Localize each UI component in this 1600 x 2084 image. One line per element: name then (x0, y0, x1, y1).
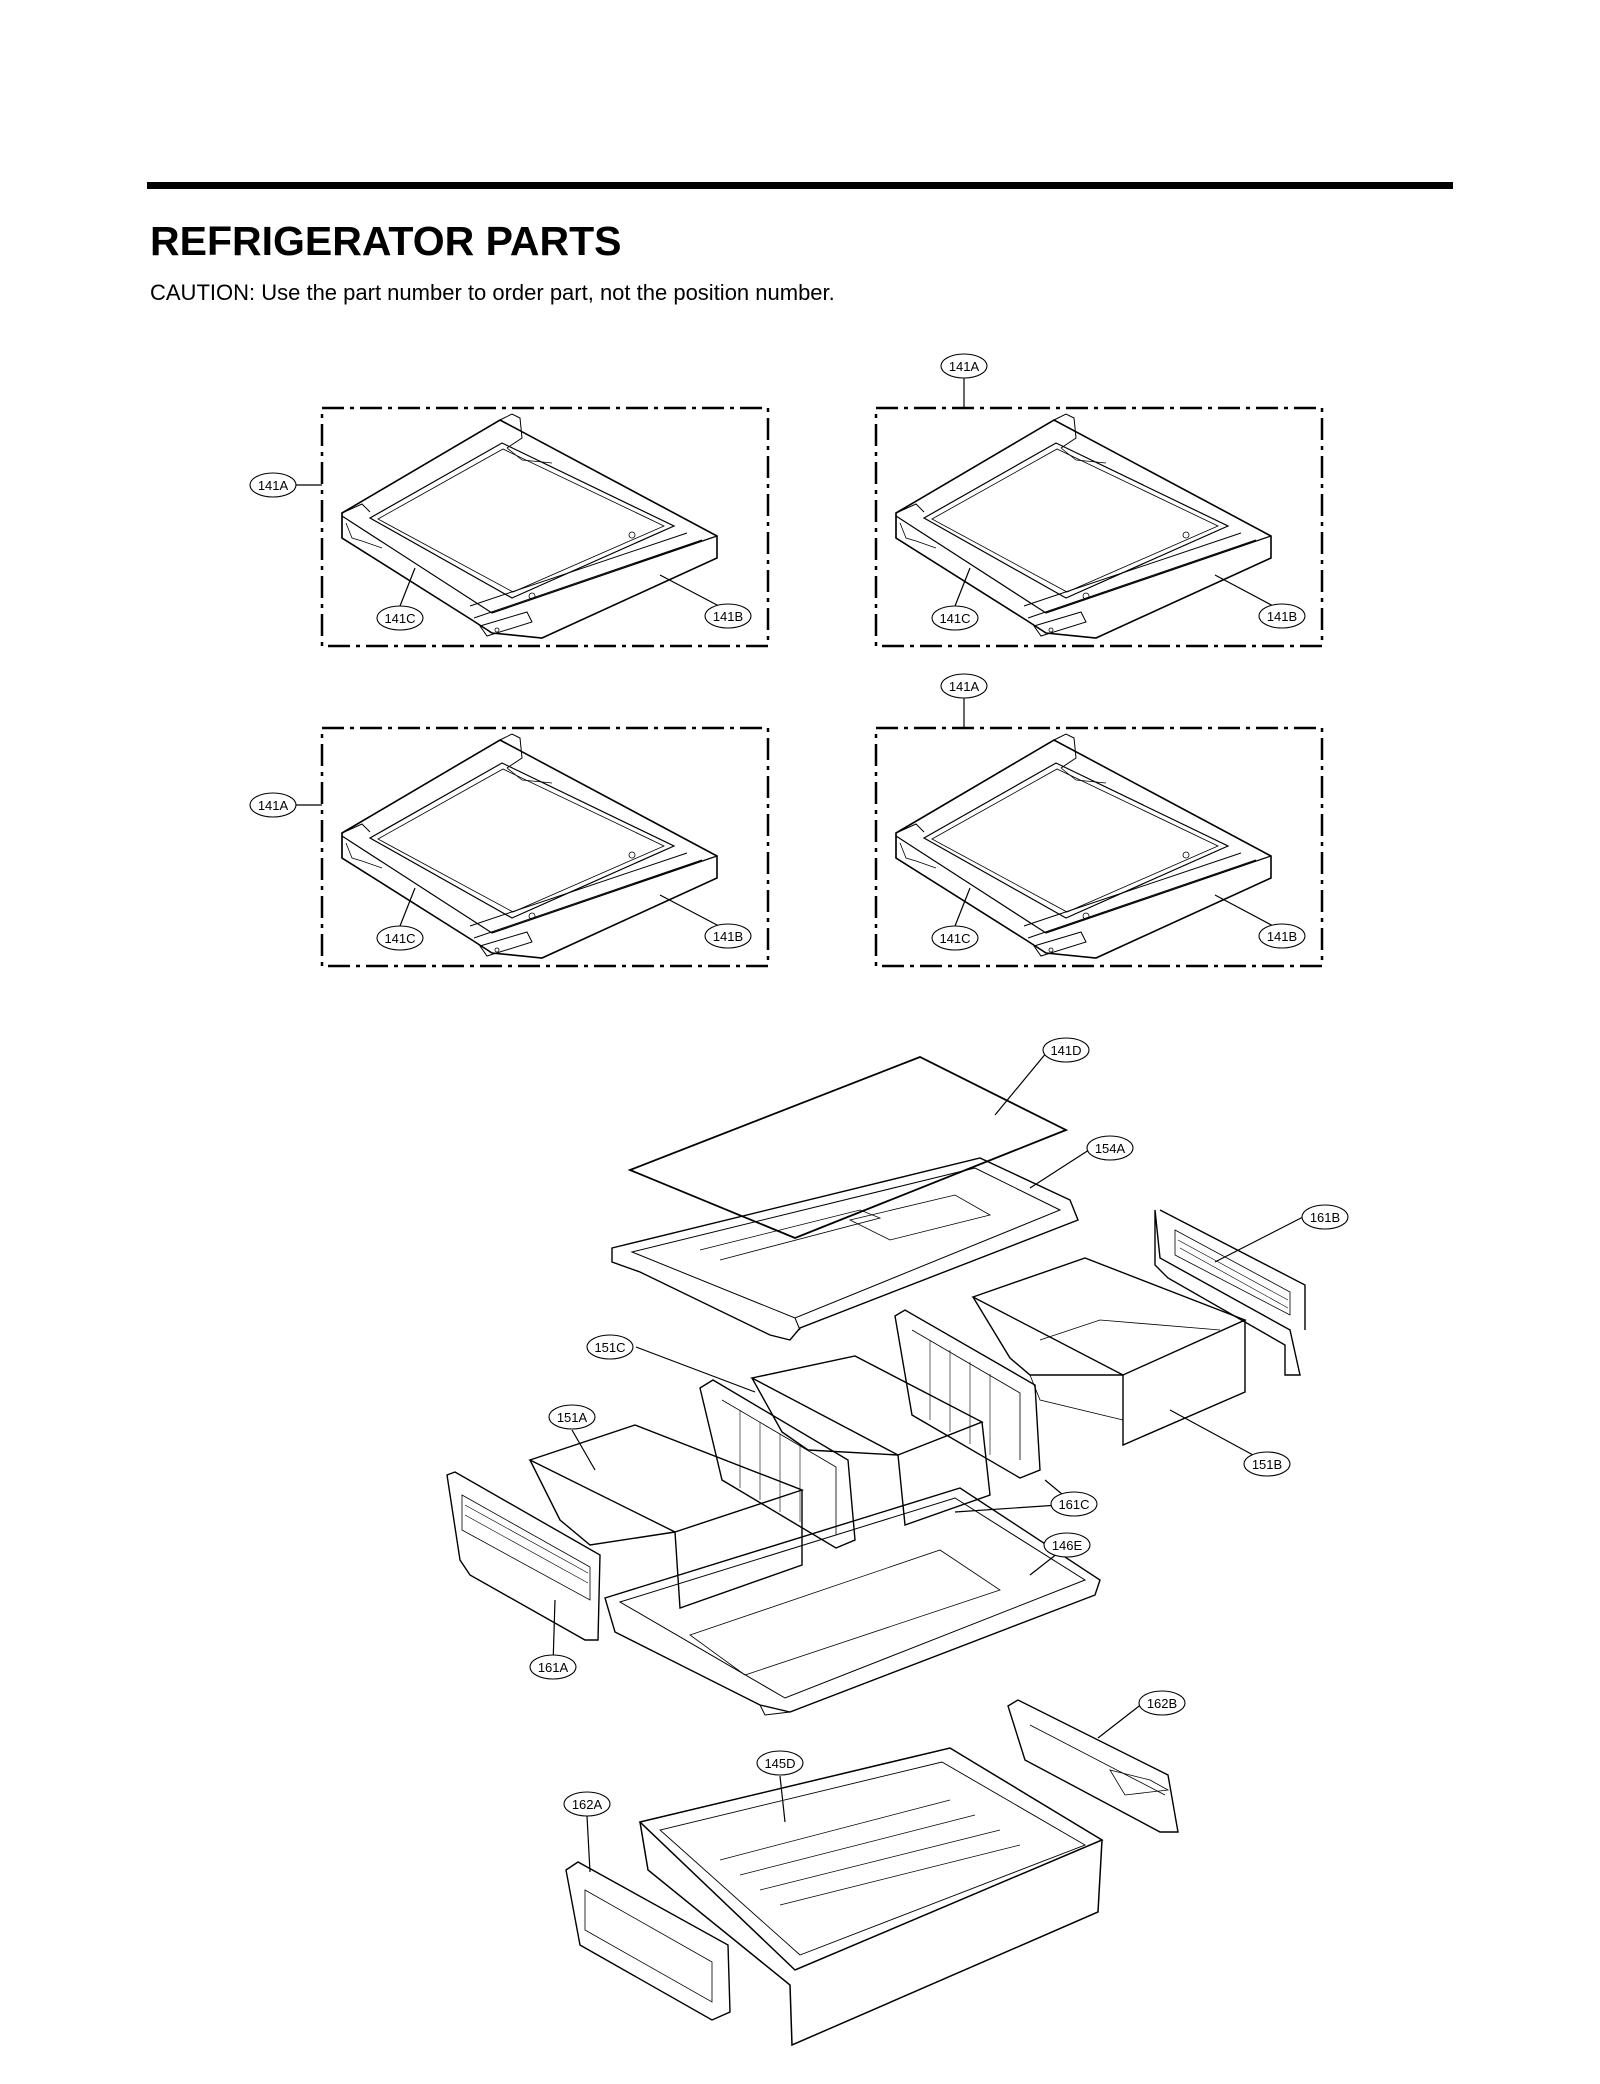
svg-text:151C: 151C (594, 1340, 625, 1355)
svg-text:141B: 141B (713, 929, 743, 944)
svg-text:141B: 141B (1267, 929, 1297, 944)
callout-145D: 145D (756, 1750, 804, 1776)
shelf-assembly-drawing (341, 413, 718, 639)
callout-141C: 141C (931, 605, 979, 631)
svg-text:151B: 151B (1252, 1457, 1282, 1472)
callout-151A: 151A (548, 1404, 596, 1430)
callout-141A: 141A (940, 673, 988, 699)
svg-text:141C: 141C (384, 931, 415, 946)
svg-text:141D: 141D (1050, 1043, 1081, 1058)
callout-141C: 141C (376, 925, 424, 951)
svg-text:162B: 162B (1147, 1696, 1177, 1711)
svg-text:141C: 141C (939, 611, 970, 626)
assembly-leader-lines (552, 1051, 1304, 1873)
shelf-assembly-drawing (895, 413, 1272, 639)
callout-141A: 141A (249, 792, 297, 818)
caution-note: CAUTION: Use the part number to order pa… (150, 280, 835, 305)
svg-text:161A: 161A (538, 1660, 569, 1675)
callout-141D: 141D (1042, 1037, 1090, 1063)
svg-text:151A: 151A (557, 1410, 588, 1425)
svg-text:141A: 141A (258, 478, 289, 493)
callout-161C: 161C (1050, 1491, 1098, 1517)
freezer-drawer (638, 1747, 1104, 2047)
callout-162A: 162A (563, 1791, 611, 1817)
svg-text:145D: 145D (764, 1756, 795, 1771)
right-side-rail (1154, 1209, 1306, 1376)
shelf-leader-lines (296, 378, 1291, 936)
svg-text:141C: 141C (939, 931, 970, 946)
svg-text:141C: 141C (384, 611, 415, 626)
shelf-assembly-drawing (895, 733, 1272, 959)
left-divider (699, 1379, 856, 1549)
callout-141A: 141A (249, 472, 297, 498)
svg-text:146E: 146E (1052, 1538, 1083, 1553)
right-divider (894, 1309, 1041, 1479)
svg-text:161B: 161B (1310, 1210, 1340, 1225)
svg-text:141A: 141A (258, 798, 289, 813)
callout-141B: 141B (1258, 923, 1306, 949)
callout-161B: 161B (1301, 1204, 1349, 1230)
callout-141A: 141A (940, 353, 988, 379)
crisper-assembly-drawing (446, 1056, 1306, 2047)
top-rule (147, 182, 1453, 189)
svg-text:141A: 141A (949, 359, 980, 374)
crisper-cover (611, 1157, 1079, 1341)
left-freezer-bracket (565, 1861, 731, 2021)
callout-161A: 161A (529, 1654, 577, 1680)
svg-text:141B: 141B (1267, 609, 1297, 624)
svg-text:161C: 161C (1058, 1497, 1089, 1512)
callout-151B: 151B (1243, 1451, 1291, 1477)
page-title: REFRIGERATOR PARTS (150, 218, 622, 264)
left-crisper-drawer (528, 1424, 805, 1609)
svg-text:141B: 141B (713, 609, 743, 624)
callout-151C: 151C (586, 1334, 634, 1360)
callout-146E: 146E (1043, 1532, 1091, 1558)
shelf-assembly-drawing (341, 733, 718, 959)
callout-141B: 141B (704, 603, 752, 629)
callout-162B: 162B (1138, 1690, 1186, 1716)
middle-crisper-drawer (749, 1355, 991, 1526)
callout-141B: 141B (704, 923, 752, 949)
right-crisper-drawer (971, 1257, 1247, 1447)
right-freezer-bracket (1007, 1699, 1179, 1833)
callout-154A: 154A (1086, 1135, 1134, 1161)
crisper-base-tray (604, 1487, 1101, 1716)
callout-layer: 141A 141C 141B 141A 141C 141B 141A 141C … (249, 353, 1349, 1817)
left-side-rail (446, 1471, 601, 1641)
callout-141B: 141B (1258, 603, 1306, 629)
callout-141C: 141C (376, 605, 424, 631)
svg-text:141A: 141A (949, 679, 980, 694)
svg-text:162A: 162A (572, 1797, 603, 1812)
callout-141C: 141C (931, 925, 979, 951)
svg-text:154A: 154A (1095, 1141, 1126, 1156)
glass-plate (627, 1056, 1069, 1239)
